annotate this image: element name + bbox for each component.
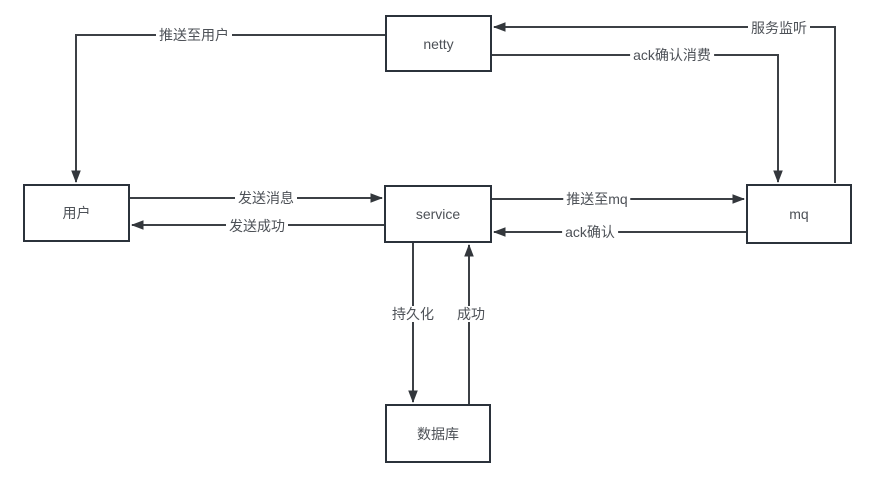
edge-ack-consume-line	[492, 54, 783, 183]
node-service: service	[384, 185, 492, 243]
node-netty-label: netty	[423, 35, 454, 52]
node-mq: mq	[746, 184, 852, 244]
edge-label-push-to-user: 推送至用户	[156, 27, 232, 43]
edge-label-ack-consume: ack确认消费	[630, 47, 714, 63]
edge-label-ack-confirm: ack确认	[562, 224, 618, 240]
edge-label-send-success: 发送成功	[226, 218, 288, 234]
edge-service-listen-line	[493, 22, 836, 183]
node-service-label: service	[415, 206, 461, 222]
node-database-label: 数据库	[417, 425, 459, 442]
edge-label-push-to-mq: 推送至mq	[563, 191, 631, 207]
node-user: 用户	[23, 184, 130, 242]
node-database: 数据库	[385, 404, 491, 463]
node-user-label: 用户	[62, 205, 91, 221]
edge-push-to-user-line	[71, 34, 385, 183]
edge-label-send-message: 发送消息	[235, 190, 297, 206]
edge-label-success: 成功	[454, 306, 488, 322]
edge-label-service-listen: 服务监听	[748, 20, 810, 36]
node-netty: netty	[385, 15, 492, 72]
edge-label-persist: 持久化	[389, 306, 437, 322]
node-mq-label: mq	[789, 206, 809, 222]
